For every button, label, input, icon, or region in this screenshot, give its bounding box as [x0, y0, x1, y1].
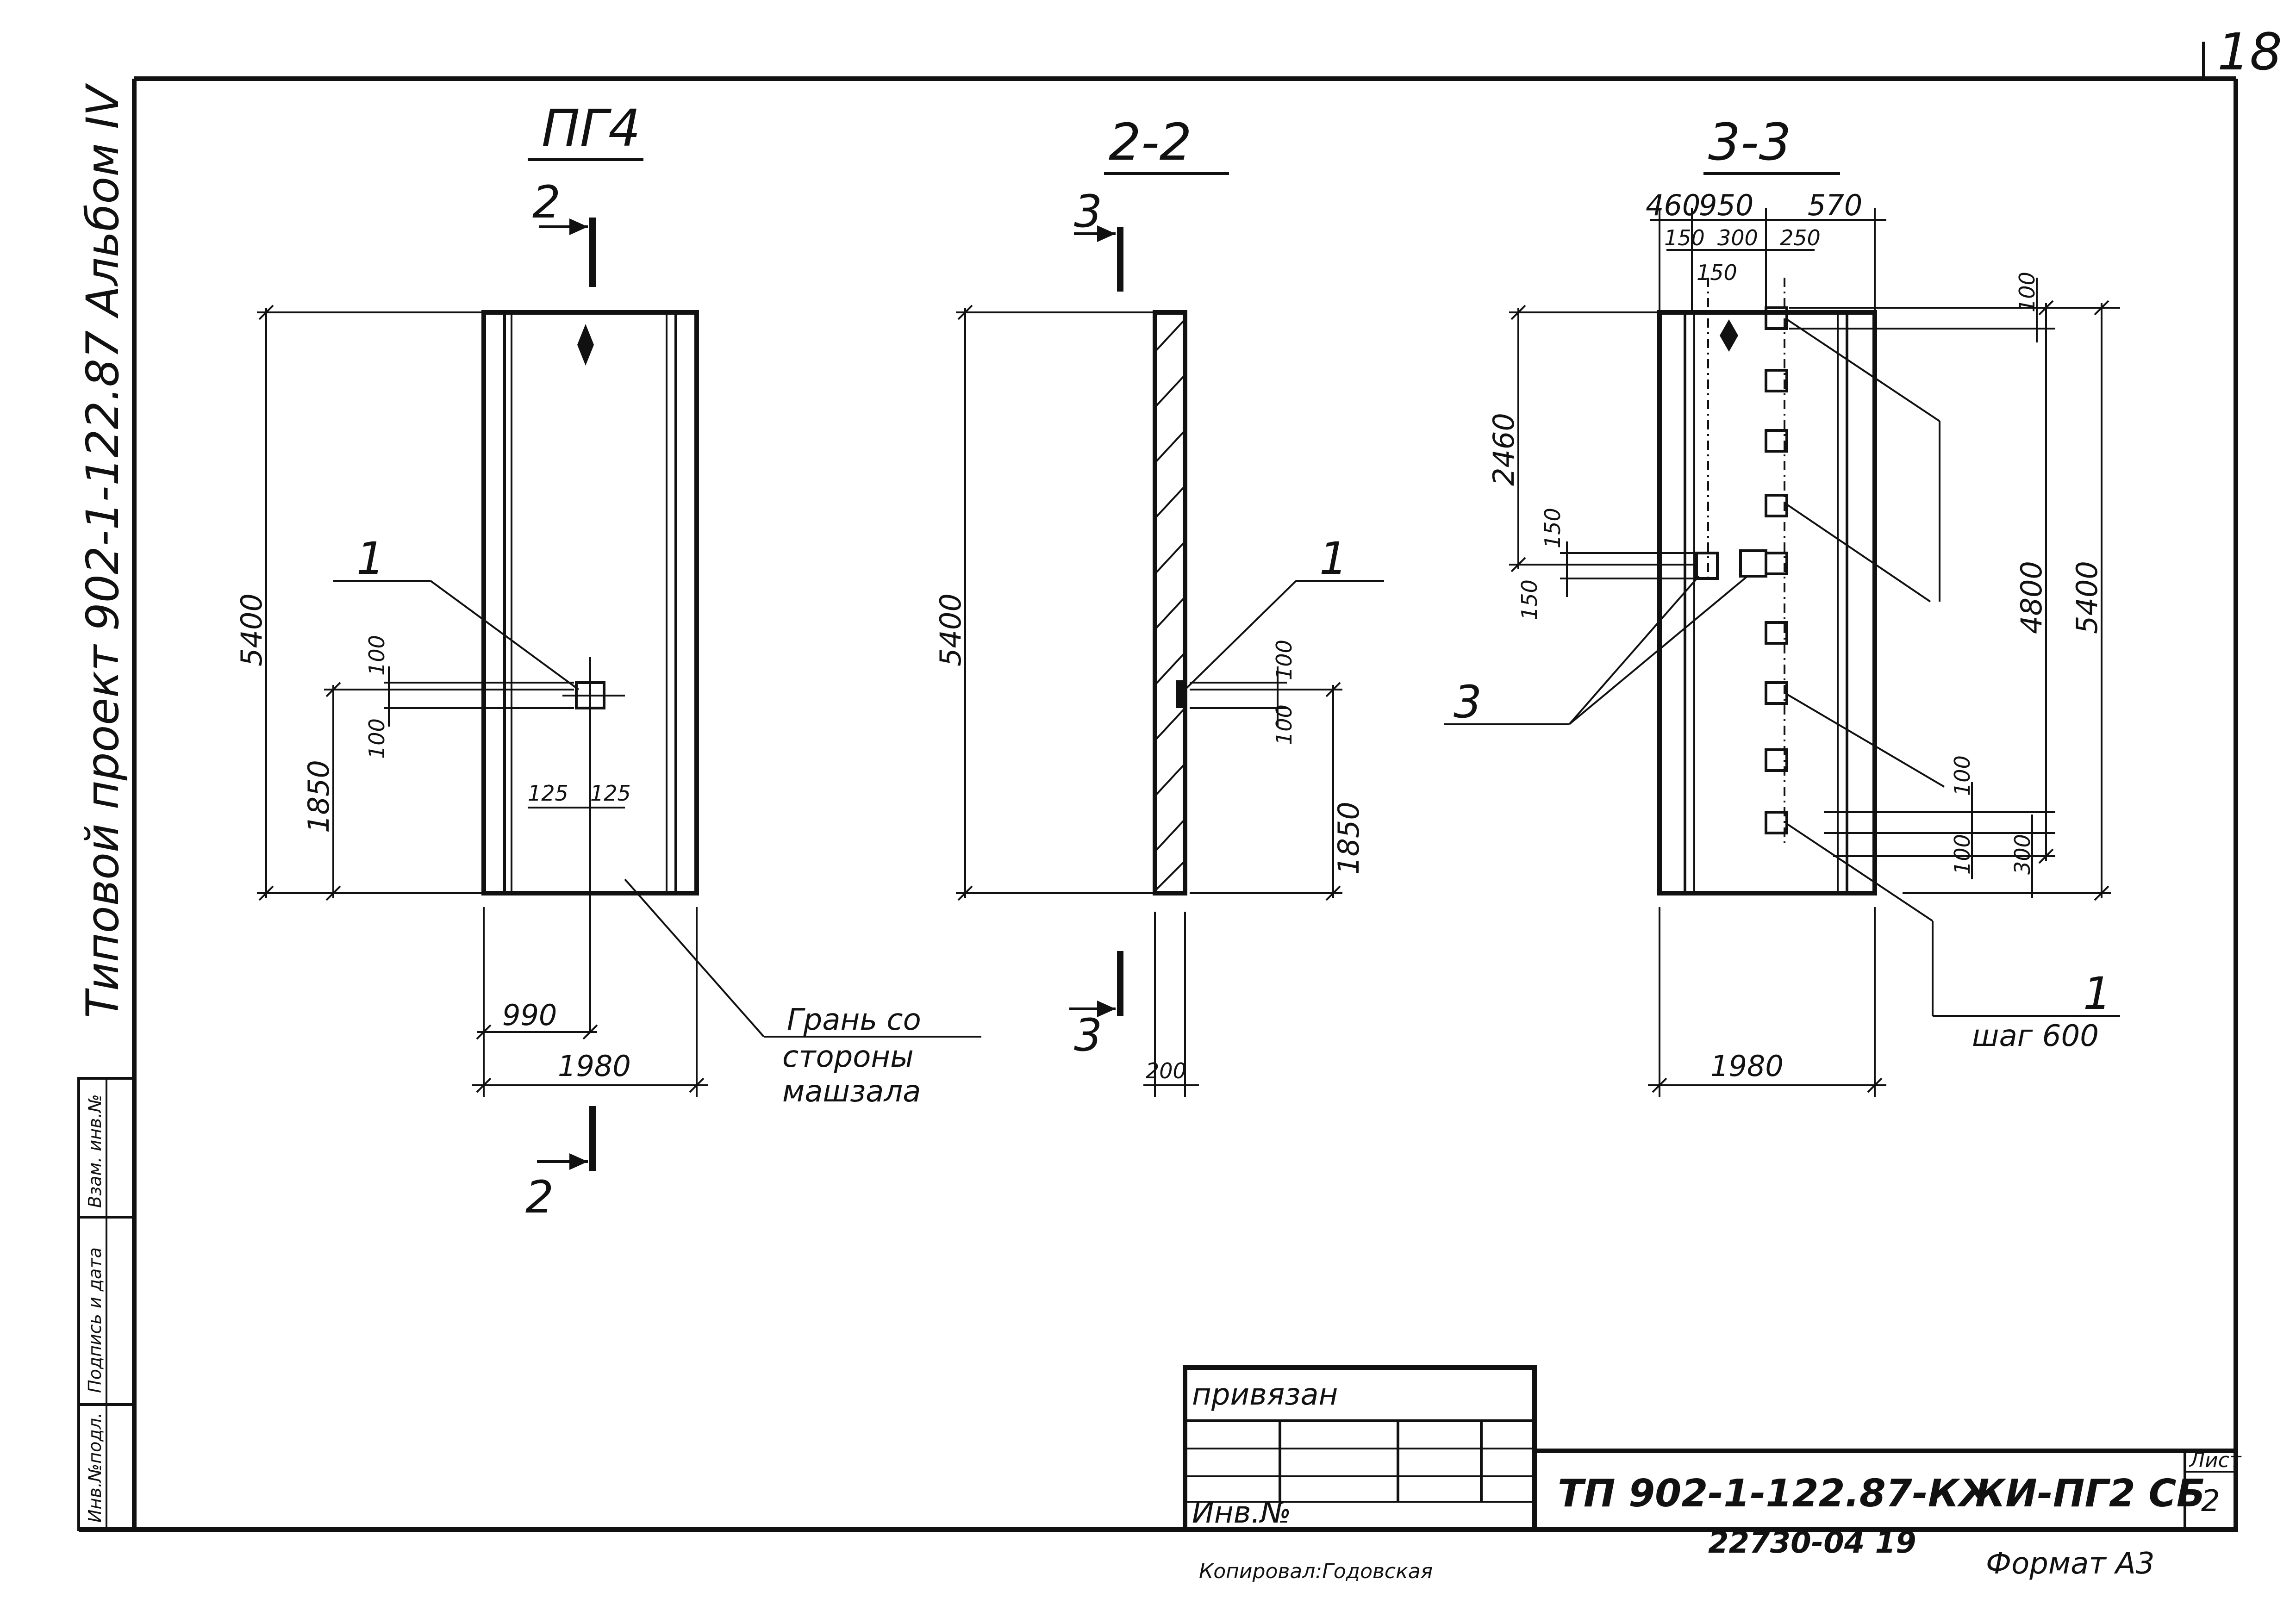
- pg4-dim-5400: 5400: [235, 593, 268, 666]
- tb-attached: привязан: [1192, 1378, 1338, 1412]
- sec33-step-note: шаг 600: [1972, 1019, 2099, 1053]
- title-block: [1183, 1365, 2238, 1532]
- pg4-dim-1980: 1980: [558, 1049, 631, 1083]
- tb-inv-no: Инв.№: [1192, 1496, 1291, 1530]
- sec33-dim-5400: 5400: [2070, 561, 2104, 634]
- pg4-title: ПГ4: [542, 99, 641, 158]
- sec33-dim-300: 300: [1717, 225, 1758, 250]
- sec33-dim-1980: 1980: [1710, 1049, 1784, 1083]
- tb-sheet-value: 2: [2201, 1484, 2220, 1518]
- sec22-cut-top: 3: [1074, 186, 1102, 237]
- pg4-cut-top: 2: [532, 176, 561, 228]
- sec22-cut-bottom: 3: [1074, 1009, 1102, 1061]
- sec33-dim-2460: 2460: [1487, 413, 1521, 486]
- footer-format: Формат А3: [1986, 1547, 2155, 1581]
- pg4-dim-125-b: 125: [590, 781, 631, 806]
- sec22-title: 2-2: [1109, 112, 1192, 172]
- sec22-dim-100-a: 100: [1272, 640, 1297, 680]
- sec22-dim-100-b: 100: [1272, 704, 1297, 745]
- sec33-dim-570: 570: [1808, 188, 1862, 222]
- sec33-dim-150-d: 150: [1517, 579, 1542, 620]
- pg4-dim-125-a: 125: [528, 781, 568, 806]
- view-section-3-3: 3-3 460 950 570 150 300 250 150: [1444, 112, 2120, 1097]
- stamp-signature-date: Подпись и дата: [85, 1247, 105, 1393]
- pg4-dim-990: 990: [502, 998, 557, 1032]
- view-section-2-2: 2-2 3 1 5400: [934, 112, 1384, 1097]
- sec33-dim-100-d: 100: [1950, 834, 1975, 875]
- sec22-leader-1: 1: [1319, 533, 1348, 585]
- sec33-dim-4800: 4800: [2015, 561, 2048, 634]
- sec33-dim-950: 950: [1699, 188, 1753, 222]
- sec22-dim-1850: 1850: [1332, 802, 1366, 875]
- pg4-cut-bottom: 2: [525, 1171, 554, 1223]
- sec33-dim-100-c: 100: [1950, 755, 1975, 796]
- pg4-face-note-2: стороны: [782, 1040, 914, 1074]
- pg4-dim-100-a: 100: [364, 635, 389, 676]
- pg4-face-note-1: Грань со: [787, 1003, 921, 1037]
- stamp-inv-no: Инв.№подл.: [85, 1412, 105, 1523]
- view-pg4: ПГ4 2 1 5400 1850: [235, 99, 981, 1223]
- side-stamp: [77, 1077, 136, 1531]
- sec33-dim-150-c: 150: [1540, 508, 1565, 548]
- sec33-dim-250: 250: [1780, 225, 1821, 250]
- stamp-replacement-inv: Взам. инв.№: [85, 1094, 105, 1208]
- sheet-number-top: 18: [2217, 22, 2282, 81]
- pg4-face-note-3: машзала: [782, 1075, 921, 1109]
- tb-sheet-label: Лист: [2189, 1449, 2242, 1472]
- sec33-leader-3: 3: [1454, 676, 1482, 728]
- footer-code: 22730-04 19: [1708, 1526, 1916, 1560]
- sec33-title: 3-3: [1708, 112, 1791, 172]
- sec33-leader-1: 1: [2083, 968, 2111, 1020]
- sec33-dim-300-bottom: 300: [2010, 834, 2035, 875]
- sec33-dim-100-top: 100: [2015, 272, 2040, 312]
- footer-copied-by: Копировал:Годовская: [1199, 1560, 1433, 1583]
- sec33-dim-150-b: 150: [1697, 260, 1737, 285]
- tb-designation: ТП 902-1-122.87-КЖИ-ПГ2 СБ: [1558, 1472, 2205, 1516]
- pg4-dim-1850: 1850: [302, 760, 336, 833]
- pg4-leader-1: 1: [356, 533, 385, 585]
- sec22-dim-200: 200: [1146, 1058, 1186, 1083]
- side-title: Типовой проект 902-1-122.87 Альбом IV: [77, 83, 129, 1018]
- pg4-dim-100-b: 100: [364, 718, 389, 759]
- sec33-dim-150-a: 150: [1664, 225, 1705, 250]
- sec22-dim-5400: 5400: [934, 593, 967, 666]
